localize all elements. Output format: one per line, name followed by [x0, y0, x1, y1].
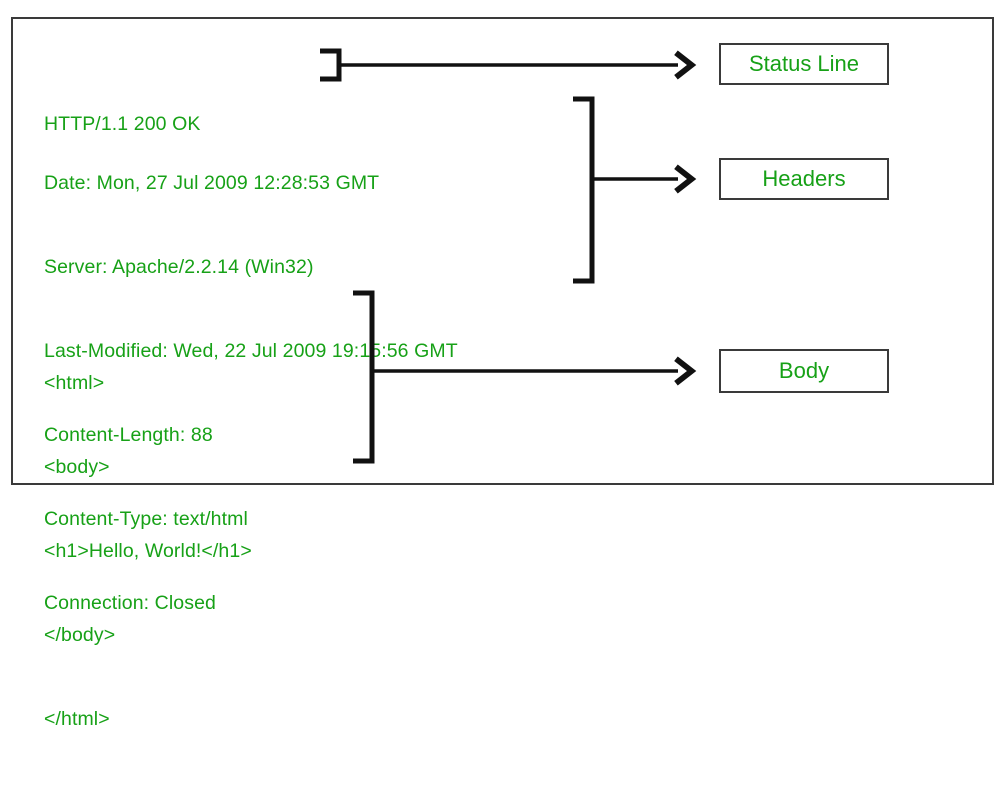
body-line-h1: <h1>Hello, World!</h1> — [44, 540, 252, 562]
body-text-block: <html> <body> <h1>Hello, World!</h1> </b… — [44, 313, 252, 789]
label-box-body: Body — [719, 349, 889, 393]
header-line-last-modified: Last-Modified: Wed, 22 Jul 2009 19:15:56… — [44, 340, 458, 362]
label-box-body-text: Body — [778, 358, 830, 383]
status-line-value: HTTP/1.1 200 OK — [44, 113, 201, 135]
header-line-content-length: Content-Length: 88 — [44, 424, 213, 446]
body-line-html-open: <html> — [44, 372, 105, 394]
body-line-html-close: </html> — [44, 708, 110, 730]
body-line-body-close: </body> — [44, 624, 116, 646]
body-line-body-open: <body> — [44, 456, 110, 478]
label-box-status-line: Status Line — [719, 43, 889, 85]
header-line-server: Server: Apache/2.2.14 (Win32) — [44, 256, 314, 278]
status-line-text: HTTP/1.1 200 OK — [44, 54, 200, 194]
diagram-frame — [11, 17, 994, 485]
label-box-status-line-text: Status Line — [748, 51, 860, 76]
label-box-headers: Headers — [719, 158, 889, 200]
diagram-canvas: HTTP/1.1 200 OK Date: Mon, 27 Jul 2009 1… — [11, 17, 994, 730]
label-box-headers-text: Headers — [762, 166, 846, 191]
header-line-date: Date: Mon, 27 Jul 2009 12:28:53 GMT — [44, 172, 380, 194]
